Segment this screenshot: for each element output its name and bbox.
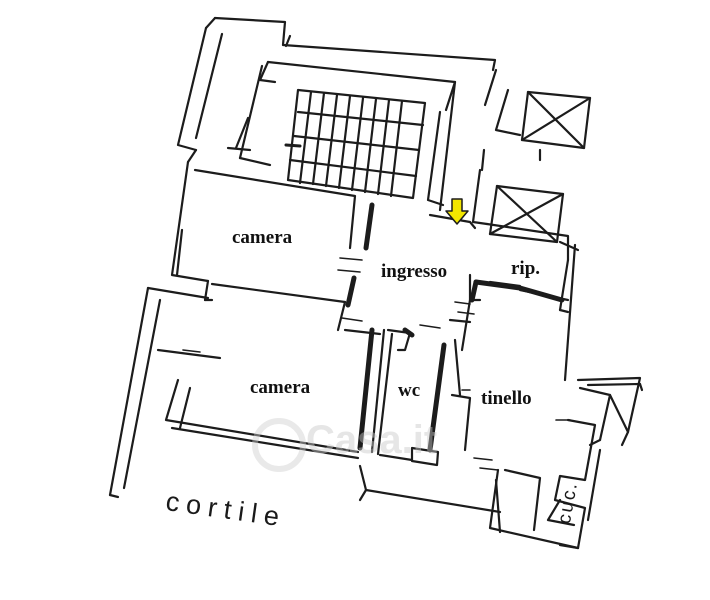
room-label-camera-upper: camera: [232, 227, 293, 248]
door-marks: [182, 257, 571, 471]
room-label-camera-lower: camera: [250, 377, 311, 398]
watermark-logo-icon: [252, 418, 306, 472]
stair-block-walls: [176, 16, 497, 212]
room-label-tinello: tinello: [481, 388, 532, 409]
room-label-ingresso: ingresso: [381, 261, 448, 282]
shaft-lower: [471, 168, 580, 252]
room-label-wc: wc: [398, 380, 421, 401]
entrance-arrow-icon: [445, 198, 469, 225]
shaft-upper: [480, 68, 592, 172]
room-label-rip: rip.: [511, 258, 541, 279]
watermark-text: Casa.it: [306, 418, 438, 462]
apartment-walls: [108, 160, 644, 550]
staircase: [284, 88, 427, 200]
thick-walls: [345, 202, 565, 453]
